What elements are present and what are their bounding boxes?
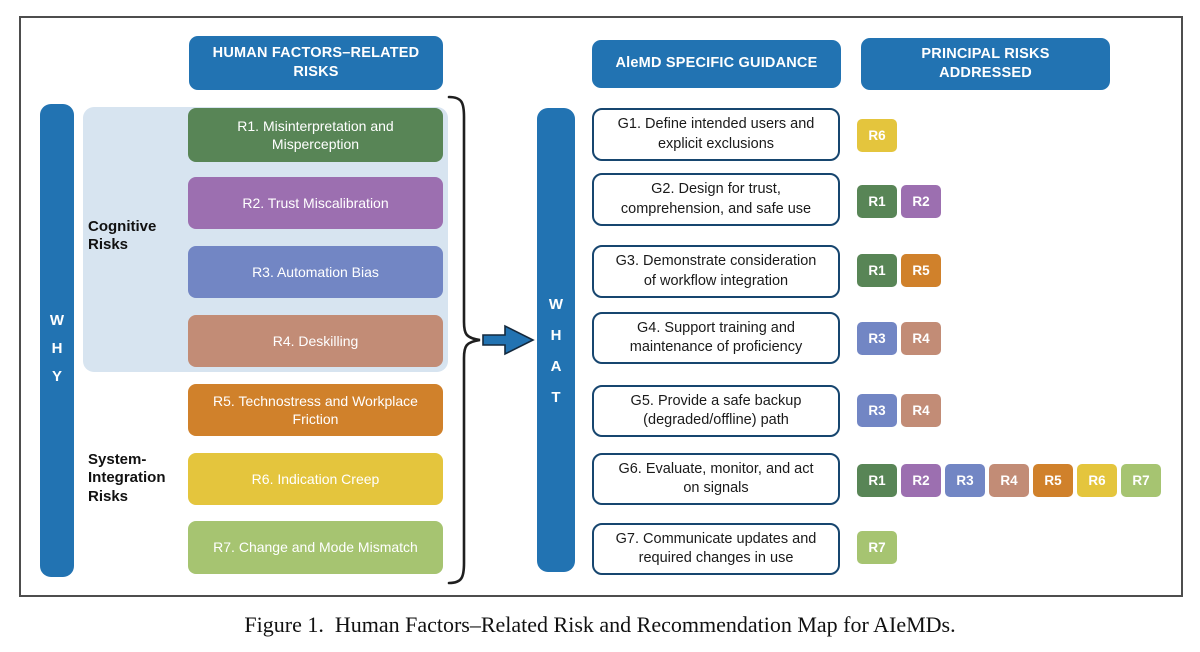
risk-box-r5: R5. Technostress and Workplace Friction bbox=[188, 384, 443, 436]
risk-chip: R7 bbox=[857, 531, 897, 564]
risk-chip: R4 bbox=[901, 394, 941, 427]
group-label-system-integration-risks: System-Integration Risks bbox=[88, 451, 166, 505]
risk-box-r2: R2. Trust Miscalibration bbox=[188, 177, 443, 229]
guidance-box-label: G2. Design for trust, comprehension, and… bbox=[620, 181, 812, 217]
figure-caption: Figure 1. Human Factors–Related Risk and… bbox=[244, 612, 956, 637]
risk-chip: R4 bbox=[901, 322, 941, 355]
header-aiemd-specific-guidance: AleMD SPECIFIC GUIDANCE bbox=[592, 40, 841, 88]
what-letter: T bbox=[551, 389, 561, 406]
why-letter: Y bbox=[51, 368, 62, 385]
guidance-box-g5: G5. Provide a safe backup (degraded/offl… bbox=[592, 385, 840, 437]
why-bar: W H Y bbox=[40, 104, 74, 577]
risk-chip: R6 bbox=[1077, 464, 1117, 497]
risk-chip: R1 bbox=[857, 254, 897, 287]
risk-box-label: R6. Indication Creep bbox=[251, 470, 380, 487]
risk-box-label: R1. Misinterpretation and Misperception bbox=[237, 117, 394, 152]
risk-chip: R2 bbox=[901, 464, 941, 497]
guidance-box-g2: G2. Design for trust, comprehension, and… bbox=[592, 173, 840, 226]
group-label-cognitive-risks: Cognitive Risks bbox=[88, 218, 157, 254]
chip-row-g7: R7 bbox=[857, 531, 897, 564]
guidance-box-g3: G3. Demonstrate consideration of workflo… bbox=[592, 245, 840, 298]
risk-chip: R3 bbox=[857, 394, 897, 427]
guidance-box-label: G7. Communicate updates and required cha… bbox=[615, 530, 817, 566]
risk-chip: R1 bbox=[857, 464, 897, 497]
risk-chip: R3 bbox=[945, 464, 985, 497]
header-label: HUMAN FACTORS–RELATED RISKS bbox=[212, 44, 420, 80]
right-arrow-icon bbox=[482, 324, 535, 356]
risk-box-r4: R4. Deskilling bbox=[188, 315, 443, 367]
what-bar: W H A T bbox=[537, 108, 575, 572]
risk-chip: R2 bbox=[901, 185, 941, 218]
guidance-box-g6: G6. Evaluate, monitor, and act on signal… bbox=[592, 453, 840, 505]
guidance-box-label: G1. Define intended users and explicit e… bbox=[617, 116, 815, 152]
why-letter: H bbox=[51, 340, 63, 357]
risk-chip: R3 bbox=[857, 322, 897, 355]
what-letter: A bbox=[550, 358, 562, 375]
what-letter: H bbox=[550, 327, 562, 344]
risk-chip: R7 bbox=[1121, 464, 1161, 497]
chip-row-g6: R1 R2 R3 R4 R5 R6 R7 bbox=[857, 464, 1161, 497]
risk-box-r1: R1. Misinterpretation and Misperception bbox=[188, 108, 443, 162]
header-human-factors-risks: HUMAN FACTORS–RELATED RISKS bbox=[189, 36, 443, 90]
chip-row-g2: R1 R2 bbox=[857, 185, 941, 218]
chip-row-g4: R3 R4 bbox=[857, 322, 941, 355]
risk-box-label: R2. Trust Miscalibration bbox=[242, 194, 389, 211]
header-label: AleMD SPECIFIC GUIDANCE bbox=[615, 55, 818, 72]
risk-chip: R5 bbox=[1033, 464, 1073, 497]
header-label: PRINCIPAL RISKS ADDRESSED bbox=[921, 45, 1050, 81]
guidance-box-g7: G7. Communicate updates and required cha… bbox=[592, 523, 840, 575]
guidance-box-g1: G1. Define intended users and explicit e… bbox=[592, 108, 840, 161]
chip-row-g3: R1 R5 bbox=[857, 254, 941, 287]
risk-box-r6: R6. Indication Creep bbox=[188, 453, 443, 505]
what-bar-letters: W H A T bbox=[537, 296, 575, 406]
risk-chip: R5 bbox=[901, 254, 941, 287]
risk-chip: R6 bbox=[857, 119, 897, 152]
risk-chip: R1 bbox=[857, 185, 897, 218]
guidance-box-label: G4. Support training and maintenance of … bbox=[629, 319, 803, 355]
risk-box-r3: R3. Automation Bias bbox=[188, 246, 443, 298]
risk-box-label: R3. Automation Bias bbox=[252, 263, 379, 280]
curly-brace-icon bbox=[447, 95, 481, 585]
what-letter: W bbox=[548, 296, 564, 313]
why-letter: W bbox=[49, 312, 65, 329]
chip-row-g5: R3 R4 bbox=[857, 394, 941, 427]
risk-box-label: R7. Change and Mode Mismatch bbox=[213, 539, 418, 556]
chip-row-g1: R6 bbox=[857, 119, 897, 152]
why-bar-letters: W H Y bbox=[40, 312, 74, 385]
guidance-box-label: G3. Demonstrate consideration of workflo… bbox=[615, 253, 817, 289]
guidance-box-label: G6. Evaluate, monitor, and act on signal… bbox=[618, 460, 814, 496]
risk-box-label: R5. Technostress and Workplace Friction bbox=[213, 392, 418, 427]
risk-box-r7: R7. Change and Mode Mismatch bbox=[188, 521, 443, 574]
guidance-box-g4: G4. Support training and maintenance of … bbox=[592, 312, 840, 364]
header-principal-risks-addressed: PRINCIPAL RISKS ADDRESSED bbox=[861, 38, 1110, 90]
risk-box-label: R4. Deskilling bbox=[272, 332, 359, 349]
guidance-box-label: G5. Provide a safe backup (degraded/offl… bbox=[630, 392, 802, 428]
risk-chip: R4 bbox=[989, 464, 1029, 497]
